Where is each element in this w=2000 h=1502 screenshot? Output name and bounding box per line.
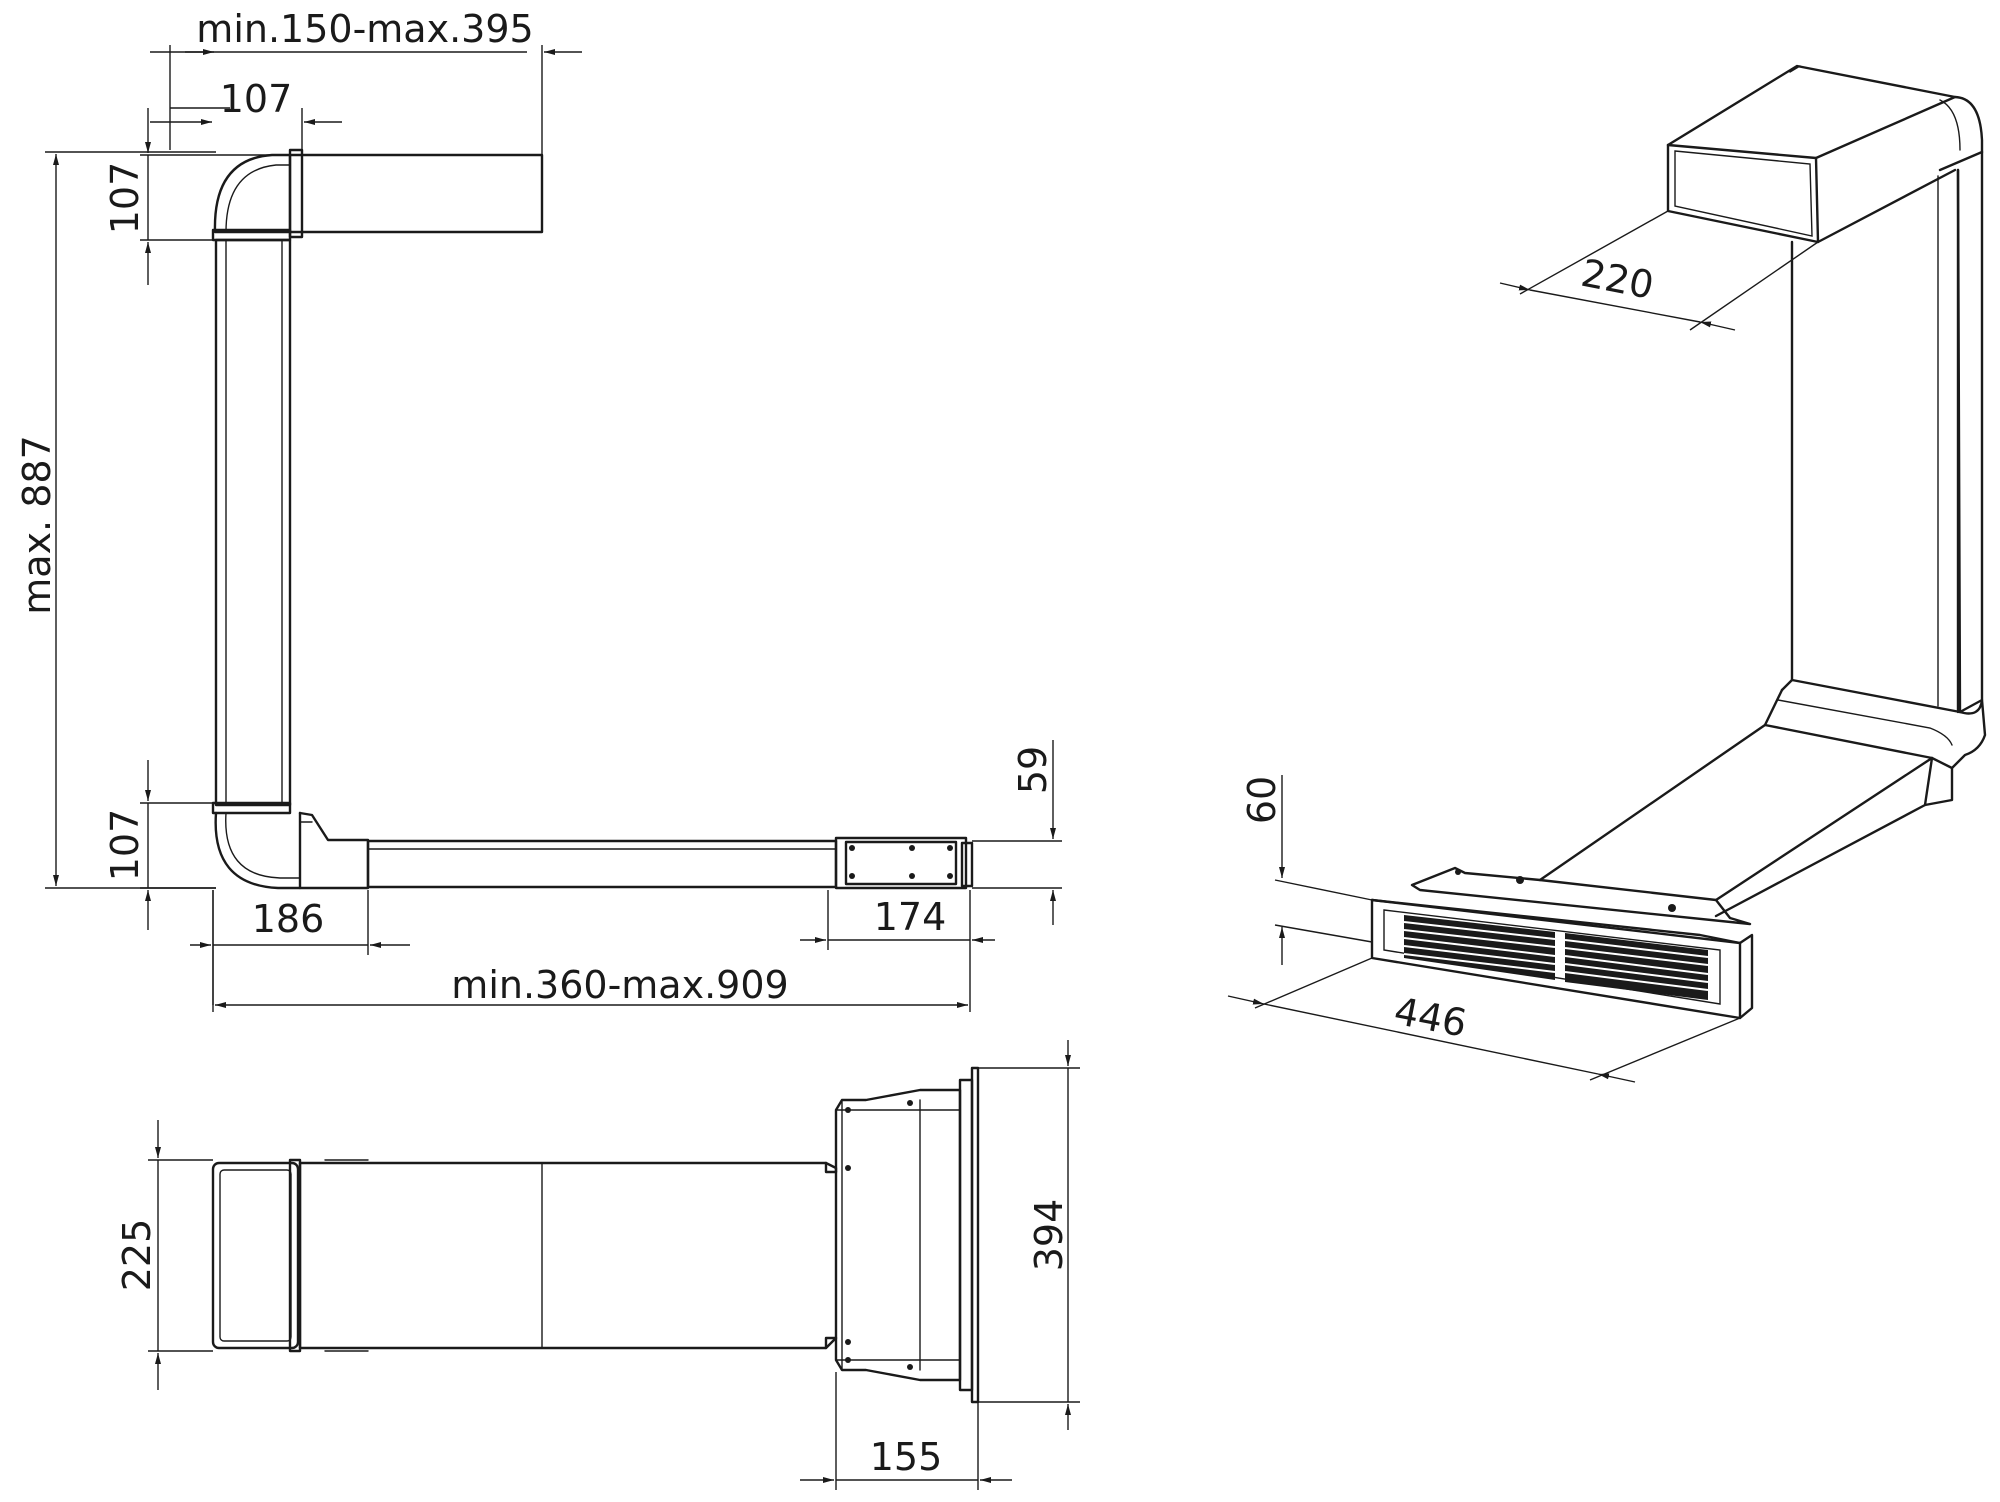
side-elevation-view <box>211 148 974 890</box>
iso-top-duct-opening <box>1666 143 1820 244</box>
iso-bottom-duct-edge-right <box>1714 756 1934 918</box>
dim-iso-duct-label: 220 <box>1578 251 1658 308</box>
dim-total-length-label: min.360-max.909 <box>451 963 788 1007</box>
plan-front-frame <box>958 1078 974 1392</box>
dim-plan-depth-label: 394 <box>1027 1199 1071 1272</box>
dim-iso-grille-height-label: 60 <box>1240 776 1284 824</box>
bottom-horizontal-duct <box>366 839 838 889</box>
dim-plan-base-label: 155 <box>870 1435 943 1479</box>
dim-iso-grille-width-label: 446 <box>1391 989 1471 1046</box>
dim-bottom-offset-label: 186 <box>252 897 325 941</box>
iso-upper-elbow <box>1953 95 1984 714</box>
iso-top-duct-top <box>1666 64 1957 160</box>
plan-front-flange <box>970 1066 980 1404</box>
isometric-view <box>1370 64 1987 1020</box>
vertical-duct <box>214 238 292 807</box>
dim-top-width-label: min.150-max.395 <box>196 7 533 51</box>
plan-main-duct <box>298 1161 838 1350</box>
top-horizontal-duct <box>288 153 544 234</box>
dim-elbow-top-width-label: 107 <box>220 77 293 121</box>
plan-base-unit <box>834 1088 962 1382</box>
plan-elbow-box <box>211 1161 300 1350</box>
plan-view <box>211 1066 980 1404</box>
dim-base-depth-label: 174 <box>874 895 947 939</box>
top-collar <box>288 148 304 239</box>
dim-plan-width-label: 225 <box>115 1219 159 1292</box>
dim-total-height-label: max. 887 <box>15 435 59 614</box>
plan-view-dimensions: 225 394 155 <box>115 1040 1080 1490</box>
dim-elbow-top-height-label: 107 <box>103 162 147 235</box>
transition-piece <box>298 811 370 890</box>
side-elevation-dimensions: min.150-max.395 107 107 max. 887 107 18 <box>15 7 1062 1012</box>
bottom-elbow <box>214 811 302 890</box>
dim-elbow-bottom-height-label: 107 <box>103 809 147 882</box>
iso-lower-elbow <box>1923 698 1987 807</box>
front-flange <box>960 841 974 888</box>
iso-bottom-duct-edge-left <box>1538 723 1767 882</box>
iso-grille-slats <box>1403 921 1709 991</box>
base-plate <box>834 836 968 890</box>
iso-grille-right <box>1565 933 1708 1000</box>
dim-base-height-label: 59 <box>1011 746 1055 794</box>
lower-connector-band <box>211 801 292 815</box>
